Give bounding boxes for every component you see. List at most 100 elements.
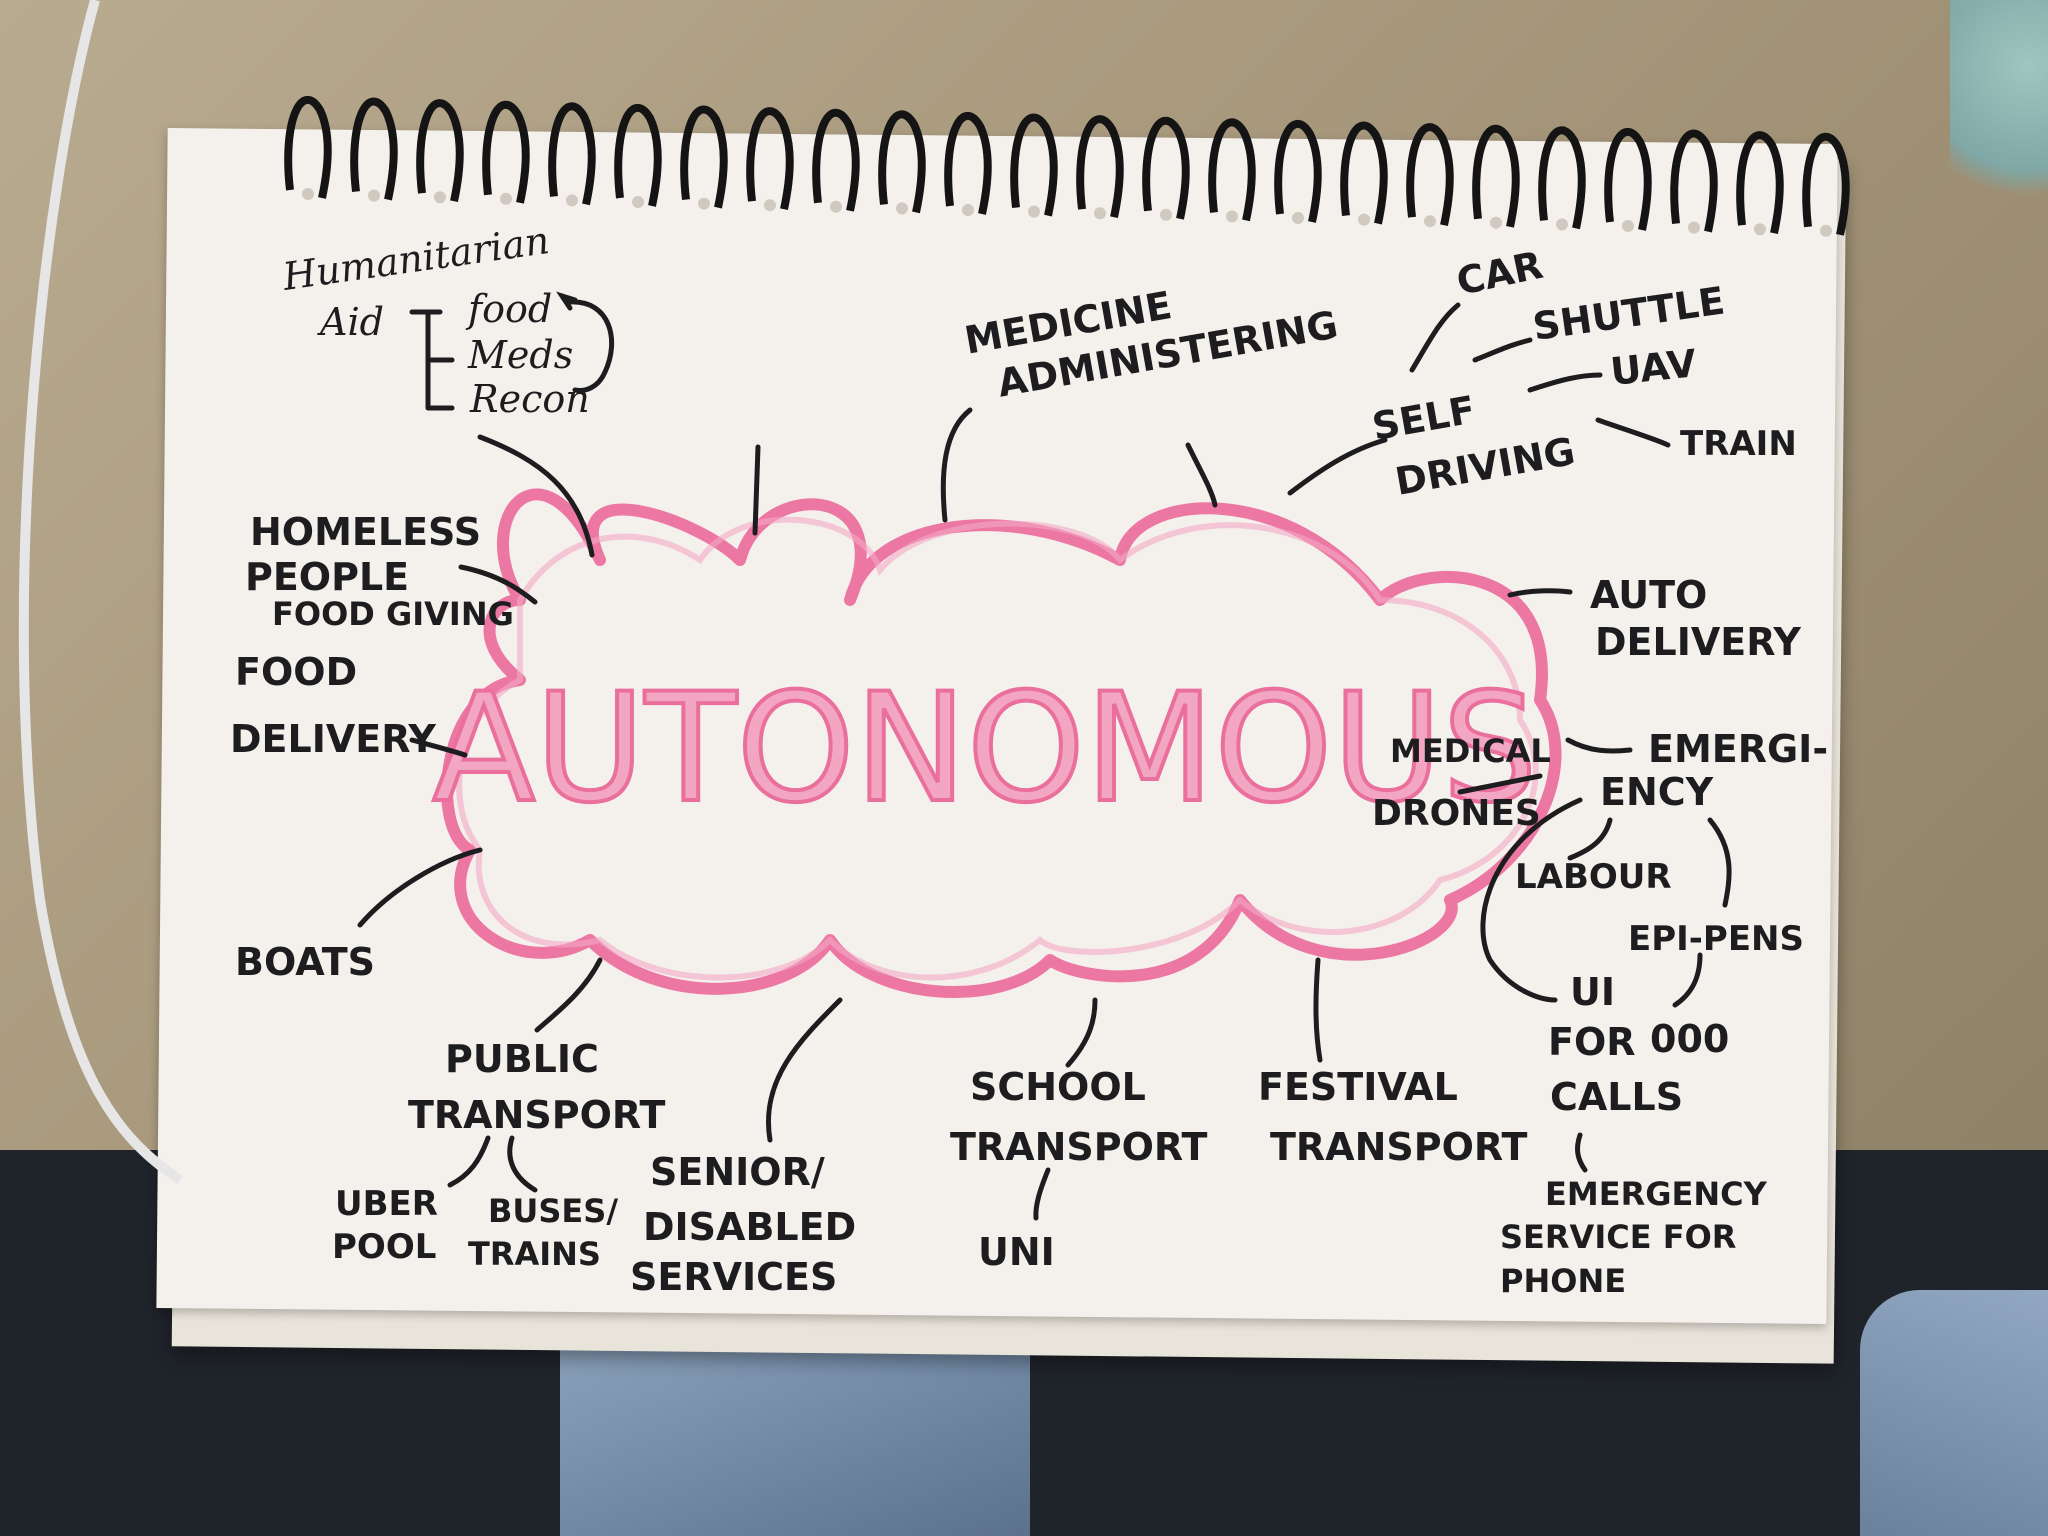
binding-coil <box>1340 121 1388 225</box>
binding-coil <box>1802 132 1850 236</box>
binding-hole <box>1688 221 1700 234</box>
medical-label: MEDICAL <box>1390 732 1551 770</box>
meds-label: Meds <box>467 333 573 377</box>
pool-label: POOL <box>332 1227 436 1267</box>
people-label: PEOPLE <box>245 555 409 599</box>
fluffy-object <box>1950 0 2048 220</box>
self-driving-branch: CAR SHUTTLE UAV TRAIN SELF DRIVING <box>1369 243 1797 504</box>
disabled-label: DISABLED <box>643 1205 856 1249</box>
emergency-service-line1: EMERGENCY <box>1545 1175 1768 1213</box>
binding-hole <box>434 191 446 204</box>
buses-label: BUSES/ <box>488 1192 618 1230</box>
binding-coil <box>1010 113 1058 217</box>
emergency-line2: ENCY <box>1600 770 1714 814</box>
school-transport-label: TRANSPORT <box>950 1125 1207 1169</box>
homeless-label: HOMELESS <box>250 510 481 554</box>
binding-hole <box>1094 207 1106 220</box>
homeless-branch: HOMELESS PEOPLE FOOD GIVING <box>245 510 514 633</box>
binding-hole <box>1490 216 1502 229</box>
food-delivery-line2: DELIVERY <box>230 717 436 761</box>
binding-coil <box>1274 120 1322 223</box>
binding-hole <box>1226 210 1238 223</box>
medical-drones-branch: MEDICAL DRONES <box>1372 732 1551 834</box>
cable <box>18 0 183 1185</box>
uav-label: UAV <box>1608 341 1699 394</box>
binding-hole <box>1622 220 1634 232</box>
school-branch: SCHOOL TRANSPORT UNI <box>950 1065 1207 1274</box>
festival-label: FESTIVAL <box>1258 1065 1458 1109</box>
epi-pens-label: EPI-PENS <box>1628 919 1804 959</box>
binding-hole <box>830 200 842 213</box>
self-label: SELF <box>1369 388 1479 449</box>
jeans-knee-right <box>1860 1290 2048 1536</box>
center-title: AUTONOMOUS <box>433 662 1538 836</box>
connector-lines <box>357 291 1732 1221</box>
binding-hole <box>1292 212 1304 224</box>
emergency-service-line3: PHONE <box>1500 1262 1626 1300</box>
spiral-binding <box>284 96 1850 237</box>
food-delivery-branch: FOOD DELIVERY <box>230 650 436 761</box>
binding-coil <box>746 107 794 211</box>
school-label: SCHOOL <box>970 1065 1146 1109</box>
binding-coil <box>878 110 926 214</box>
senior-branch: SENIOR/ DISABLED SERVICES <box>630 1150 856 1299</box>
medicine-branch: MEDICINE ADMINISTERING <box>961 283 1341 406</box>
binding-coil <box>482 100 530 204</box>
binding-coil <box>1208 118 1256 222</box>
binding-coil <box>614 104 662 207</box>
binding-hole <box>1556 218 1568 231</box>
binding-hole <box>1820 224 1832 237</box>
triple-zero-label: 000 <box>1650 1017 1729 1061</box>
drones-label: DRONES <box>1372 793 1541 834</box>
for-label: FOR <box>1548 1020 1636 1064</box>
shuttle-label: SHUTTLE <box>1530 278 1727 348</box>
festival-branch: FESTIVAL TRANSPORT <box>1258 1065 1527 1169</box>
binding-hole <box>1754 223 1766 236</box>
binding-coil <box>1406 123 1454 227</box>
binding-hole <box>962 204 974 216</box>
binding-hole <box>368 189 380 202</box>
emergency-line1: EMERGI- <box>1648 727 1828 771</box>
aid-label: Aid <box>317 300 384 344</box>
senior-label: SENIOR/ <box>650 1150 825 1194</box>
binding-coil <box>350 97 398 201</box>
food-giving-label: FOOD GIVING <box>272 595 514 633</box>
binding-hole <box>698 197 710 210</box>
services-label: SERVICES <box>630 1255 837 1299</box>
ui-label: UI <box>1570 970 1615 1014</box>
train-label: TRAIN <box>1680 424 1797 464</box>
food-label: food <box>465 287 552 331</box>
uber-label: UBER <box>335 1184 438 1224</box>
public-label: PUBLIC <box>445 1037 599 1081</box>
binding-coil <box>1538 126 1586 230</box>
binding-hole <box>1424 215 1436 228</box>
binding-coil <box>1604 128 1652 231</box>
binding-coil <box>1736 131 1784 235</box>
binding-coil <box>284 96 332 199</box>
binding-hole <box>1358 213 1370 226</box>
transport-label: TRANSPORT <box>408 1093 665 1137</box>
auto-delivery-branch: AUTO DELIVERY <box>1590 573 1801 664</box>
trains-label: TRAINS <box>468 1235 601 1273</box>
binding-hole <box>500 192 512 205</box>
binding-hole <box>896 202 908 215</box>
binding-hole <box>632 196 644 208</box>
binding-hole <box>566 194 578 207</box>
binding-hole <box>302 188 314 200</box>
binding-coil <box>1670 129 1718 233</box>
labour-label: LABOUR <box>1515 857 1672 897</box>
binding-coil <box>680 105 728 209</box>
recon-label: Recon <box>469 377 590 421</box>
binding-hole <box>1028 205 1040 218</box>
binding-coil <box>812 108 860 212</box>
cloud-inner-stroke <box>456 516 1539 981</box>
festival-transport-label: TRANSPORT <box>1270 1125 1527 1169</box>
binding-coil <box>1142 116 1190 220</box>
boats-label: BOATS <box>235 940 375 984</box>
binding-coil <box>944 112 992 215</box>
binding-coil <box>548 102 596 206</box>
food-delivery-line1: FOOD <box>235 650 357 694</box>
humanitarian-branch: Humanitarian Aid food Meds Recon <box>279 218 590 421</box>
calls-label: CALLS <box>1550 1075 1683 1119</box>
